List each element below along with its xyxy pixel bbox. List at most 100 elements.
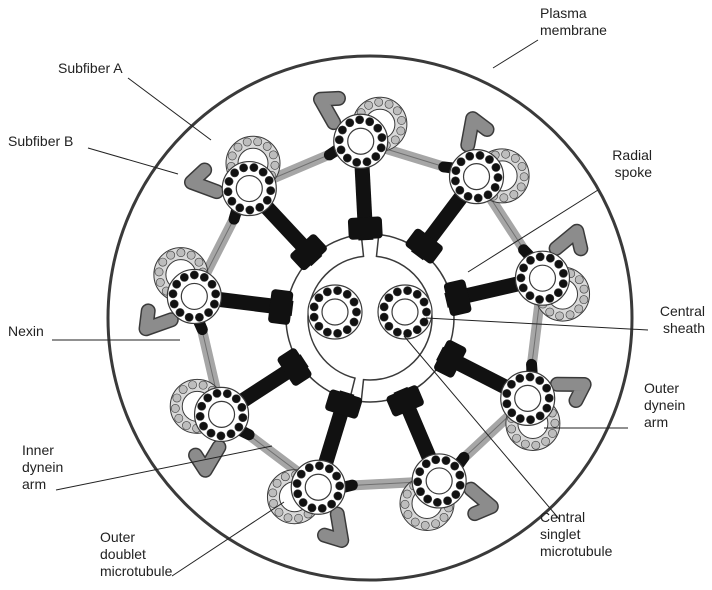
label-line: Subfiber A: [58, 60, 123, 76]
label-line: sheath: [663, 320, 705, 336]
subfiber-a-protofilament: [315, 461, 324, 471]
subfiber-a-protofilament: [168, 289, 178, 299]
subfiber-a-protofilament: [249, 163, 259, 172]
subfiber-a-protofilament: [206, 428, 216, 438]
subfiber-a-protofilament: [554, 259, 564, 269]
subfiber-a-protofilament: [456, 157, 466, 167]
subfiber-a-protofilament: [535, 295, 544, 304]
label-line: dynein: [22, 459, 63, 475]
nexin-label: Nexin: [8, 323, 44, 339]
central-sheath-right: [360, 233, 455, 403]
subfiber-a-protofilament: [227, 196, 237, 206]
central-singlet-protofilament: [422, 307, 431, 317]
subfiber-b-protofilament: [579, 284, 589, 294]
subfiber-a-protofilament: [413, 477, 423, 487]
subfiber-a-protofilament: [342, 153, 352, 163]
outer-doublets: [138, 90, 592, 548]
subfiber-a-protofilament: [553, 288, 563, 298]
subfiber-b-protofilament: [574, 275, 584, 285]
subfiber-b-protofilament: [269, 498, 278, 508]
subfiber-a-protofilament: [334, 135, 344, 145]
radial-spoke-head: [290, 234, 327, 271]
subfiber-a-protofilament: [195, 312, 204, 322]
subfiber-b-protofilament: [280, 472, 290, 482]
subfiber-a-protofilament: [245, 205, 255, 215]
central-singlet-microtubule-leader: [403, 335, 561, 521]
subfiber-a-protofilament: [545, 293, 555, 303]
subfiber-b-protofilament: [283, 513, 293, 523]
subfiber-a-protofilament: [450, 461, 460, 471]
subfiber-b-protofilament: [233, 142, 243, 152]
central-singlet-protofilament: [314, 321, 324, 331]
subfiber-b-protofilament: [268, 488, 278, 498]
subfiber-a-protofilament: [362, 157, 372, 167]
subfiber-a-protofilament: [264, 176, 274, 185]
central-singlet-protofilament: [403, 328, 412, 338]
subfiber-a-protofilament: [502, 399, 512, 409]
central-singlet-protofilament: [392, 287, 402, 297]
subfiber-a-protofilament: [377, 133, 387, 142]
subfiber-a-label: Subfiber A: [58, 60, 123, 76]
subfiber-a-protofilament: [365, 117, 375, 127]
subfiber-a-protofilament: [423, 494, 433, 504]
label-line: Central: [660, 303, 705, 319]
subfiber-a-protofilament: [292, 479, 302, 488]
subfiber-b-protofilament: [420, 520, 430, 530]
central-singlet-protofilament: [419, 297, 429, 307]
subfiber-a-protofilament: [324, 464, 334, 474]
subfiber-a-protofilament: [371, 152, 381, 161]
label-line: microtubule: [540, 543, 613, 559]
central-singlet-protofilament: [384, 293, 394, 303]
label-line: membrane: [540, 22, 607, 38]
subfiber-a-protofilament: [335, 481, 345, 491]
radial-spoke-head: [443, 279, 472, 316]
outer-doublet-microtubule-leader: [171, 501, 285, 577]
label-line: arm: [22, 476, 46, 492]
subfiber-a-protofilament: [184, 312, 194, 322]
radial-spoke-head: [277, 348, 312, 386]
subfiber-a-protofilament: [234, 422, 244, 432]
subfiber-a-protofilament: [526, 255, 535, 265]
subfiber-b-protofilament: [158, 257, 168, 267]
subfiber-a-protofilament: [483, 190, 493, 200]
subfiber-b-protofilament: [186, 250, 196, 260]
subfiber-a-protofilament: [421, 459, 431, 469]
subfiber-a-protofilament: [473, 193, 483, 203]
subfiber-a-protofilament: [455, 185, 465, 195]
subfiber-b-protofilament: [364, 100, 374, 110]
outer-doublet-microtubule: [399, 451, 499, 531]
central-singlet-protofilament: [322, 287, 332, 297]
radial-spoke-head: [325, 389, 363, 419]
subfiber-b-protofilament: [519, 172, 529, 182]
central-singlet-protofilament: [314, 293, 324, 303]
subfiber-a-protofilament: [207, 279, 217, 289]
subfiber-a-protofilament: [197, 401, 207, 411]
subfiber-b-protofilament: [517, 162, 527, 171]
subfiber-a-protofilament: [255, 202, 265, 212]
subfiber-b-protofilament: [545, 307, 555, 317]
subfiber-b-protofilament: [268, 150, 278, 160]
subfiber-b-protofilament: [548, 429, 557, 438]
subfiber-b-protofilament: [439, 513, 449, 522]
subfiber-b-protofilament: [410, 517, 420, 527]
label-line: Outer: [100, 529, 135, 545]
label-line: Outer: [644, 380, 679, 396]
leader-lines: [52, 39, 649, 577]
subfiber-b-protofilament: [253, 137, 263, 147]
subfiber-a-protofilament: [502, 389, 512, 398]
label-line: spoke: [615, 164, 653, 180]
subfiber-b-protofilament: [178, 385, 188, 394]
label-line: singlet: [540, 526, 581, 542]
outer-doublet-microtubule: [438, 111, 530, 205]
subfiber-a-protofilament: [493, 173, 503, 182]
subfiber-a-protofilament: [239, 163, 249, 173]
label-line: microtubule: [100, 563, 173, 579]
subfiber-a-protofilament: [542, 383, 552, 393]
radial-spoke-head: [434, 340, 467, 378]
radial-spoke-head: [268, 289, 294, 325]
